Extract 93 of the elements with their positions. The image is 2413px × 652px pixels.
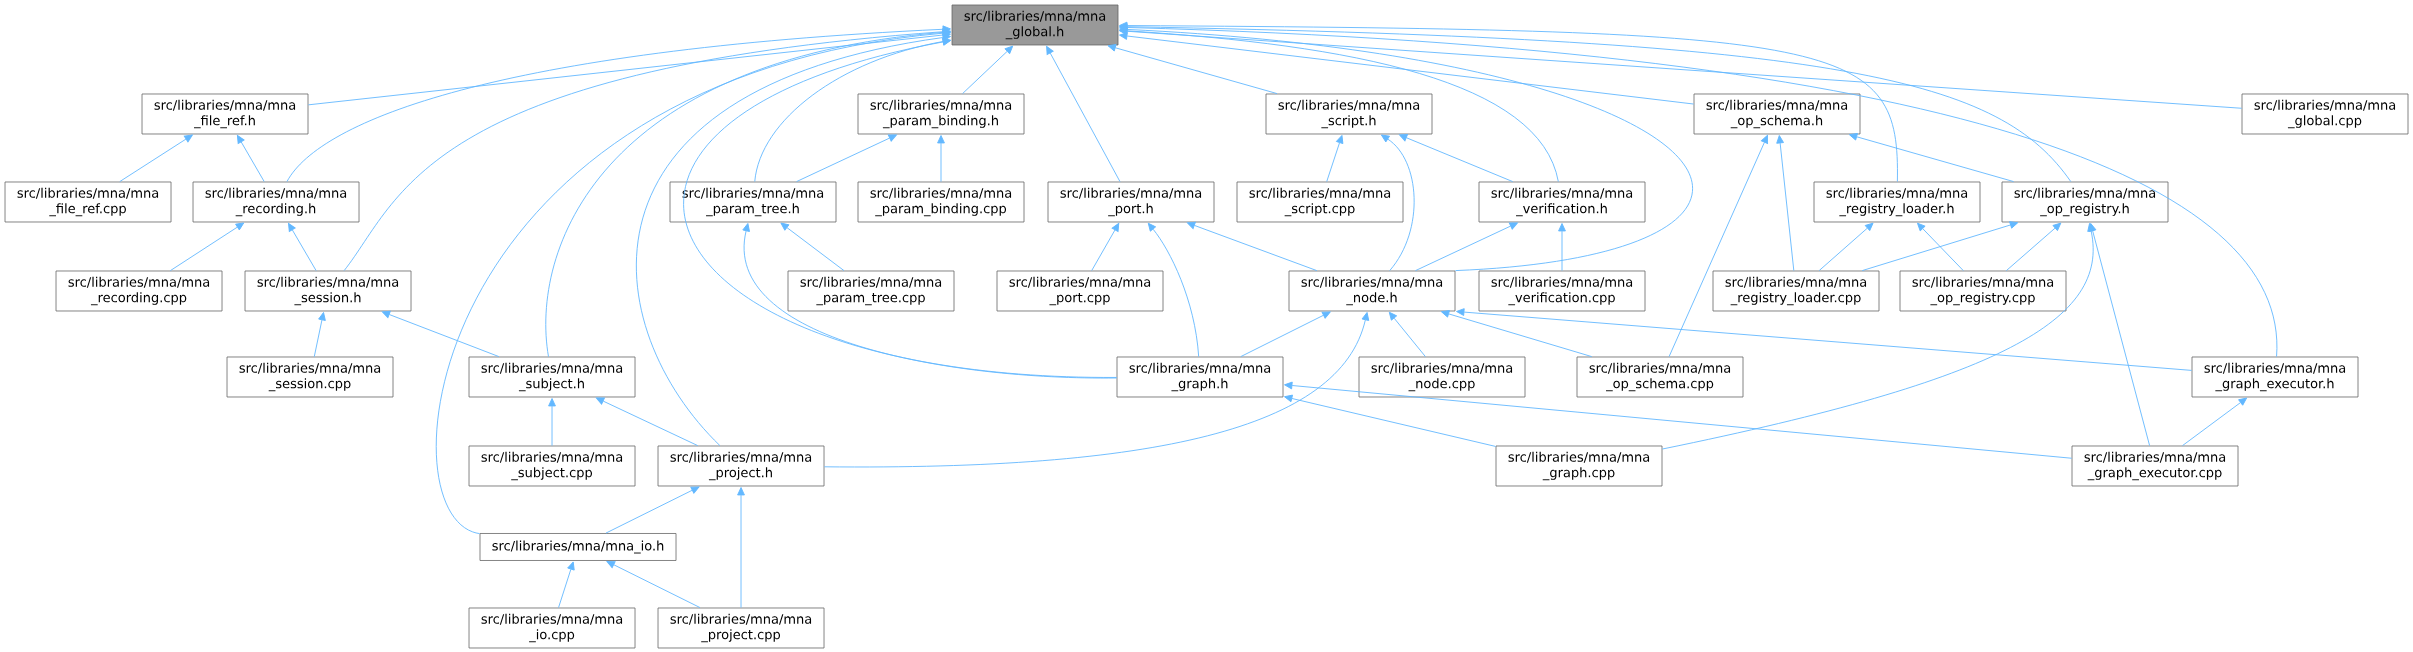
file-box: src/libraries/mna/mna _script.h [1265, 93, 1433, 135]
file-box: src/libraries/mna/mna _registry_loader.cpp [1712, 270, 1880, 312]
arrow [286, 25, 951, 183]
file-box: src/libraries/mna/mna _port.cpp [996, 270, 1164, 312]
file-box: src/libraries/mna/mna _param_tree.cpp [787, 270, 955, 312]
file-box: src/libraries/mna/mna _op_registry.cpp [1899, 270, 2067, 312]
file-box: src/libraries/mna/mna _node.h [1288, 270, 1456, 312]
arrow [1326, 135, 1344, 183]
arrow [1776, 135, 1795, 272]
arrow [313, 312, 326, 358]
arrow [548, 398, 556, 447]
file-box: src/libraries/mna/mna _project.h [657, 445, 825, 487]
file-box: src/libraries/mna/mna _graph.h [1116, 356, 1284, 398]
file-box: src/libraries/mna/mna _graph_executor.h [2191, 356, 2359, 398]
arrow [606, 560, 701, 609]
file-box: src/libraries/mna/mna _subject.cpp [468, 445, 636, 487]
file-box: src/libraries/mna/mna _registry_loader.h [1813, 181, 1981, 223]
arrow [1119, 27, 2243, 109]
arrow [1415, 222, 1518, 272]
file-box: src/libraries/mna/mna _global.h [951, 4, 1119, 46]
arrow [636, 33, 951, 447]
arrow [2182, 397, 2248, 447]
file-box: src/libraries/mna/mna _port.h [1047, 181, 1215, 223]
arrow [1284, 381, 2073, 459]
file-box: src/libraries/mna/mna _op_schema.h [1693, 93, 1861, 135]
arrow [558, 561, 575, 609]
file-box: src/libraries/mna/mna _param_binding.h [857, 93, 1025, 135]
arrow [1661, 223, 2095, 450]
arrow [1119, 23, 2277, 358]
file-box: src/libraries/mna/mna _recording.cpp [55, 270, 223, 312]
arrow [823, 312, 1370, 468]
arrow [1119, 32, 1695, 105]
file-box: src/libraries/mna/mna _param_tree.h [669, 181, 837, 223]
arrow [1668, 134, 1769, 358]
arrow [1119, 25, 1693, 272]
arrow [236, 134, 265, 183]
file-box: src/libraries/mna/mna _file_ref.cpp [4, 181, 172, 223]
arrow [545, 28, 951, 358]
arrow [1440, 310, 1593, 358]
arrow [343, 27, 951, 272]
arrow [169, 222, 245, 272]
file-box: src/libraries/mna/mna _file_ref.h [141, 93, 309, 135]
arrow [1119, 21, 1898, 183]
arrow [780, 222, 845, 272]
arrow [1558, 223, 1566, 272]
arrow [1147, 222, 1200, 358]
arrow [1848, 133, 2015, 183]
file-box: src/libraries/mna/mna _graph_executor.cpp [2071, 445, 2239, 487]
file-box: src/libraries/mna/mna _global.cpp [2241, 93, 2409, 135]
file-box: src/libraries/mna/mna _verification.h [1478, 181, 1646, 223]
arrow [1119, 22, 2072, 183]
arrow [1917, 222, 1964, 272]
arrow [307, 31, 951, 106]
arrow [595, 397, 699, 447]
arrow [2005, 222, 2062, 272]
arrow [1380, 134, 1415, 272]
arrow [1398, 134, 1514, 183]
arrow [754, 37, 951, 183]
arrow [1861, 221, 2019, 272]
file-box: src/libraries/mna/mna _session.h [244, 270, 412, 312]
arrow [937, 135, 945, 183]
file-box: src/libraries/mna/mna _param_binding.cpp [857, 181, 1025, 223]
arrow [288, 222, 317, 272]
arrow [381, 310, 500, 358]
file-box: src/libraries/mna/mna_io.h [479, 533, 677, 561]
arrow [119, 134, 193, 183]
arrow [1818, 222, 1874, 272]
file-box: src/libraries/mna/mna _io.cpp [468, 607, 636, 649]
arrow [1186, 221, 1318, 272]
arrow [1107, 44, 1278, 95]
arrow [742, 223, 1118, 379]
arrow [436, 29, 951, 535]
file-box: src/libraries/mna/mna _subject.h [468, 356, 636, 398]
arrow [1240, 311, 1331, 358]
file-box: src/libraries/mna/mna _verification.cpp [1478, 270, 1646, 312]
arrow [2088, 223, 2151, 447]
file-box: src/libraries/mna/mna _node.cpp [1358, 356, 1526, 398]
arrow [1091, 222, 1120, 272]
file-box: src/libraries/mna/mna _op_registry.h [2001, 181, 2169, 223]
file-box: src/libraries/mna/mna _script.cpp [1236, 181, 1404, 223]
arrow [737, 487, 745, 609]
file-box: src/libraries/mna/mna _graph.cpp [1495, 445, 1663, 487]
arrow [962, 45, 1014, 95]
arrow [1388, 311, 1426, 358]
file-box: src/libraries/mna/mna _session.cpp [226, 356, 394, 398]
file-box: src/libraries/mna/mna _project.cpp [657, 607, 825, 649]
arrow [1456, 308, 2193, 371]
file-box: src/libraries/mna/mna _recording.h [192, 181, 360, 223]
arrow [1284, 394, 1497, 447]
arrow [796, 134, 897, 183]
file-box: src/libraries/mna/mna _op_schema.cpp [1576, 356, 1744, 398]
arrow [605, 486, 700, 534]
arrow [1046, 45, 1121, 183]
